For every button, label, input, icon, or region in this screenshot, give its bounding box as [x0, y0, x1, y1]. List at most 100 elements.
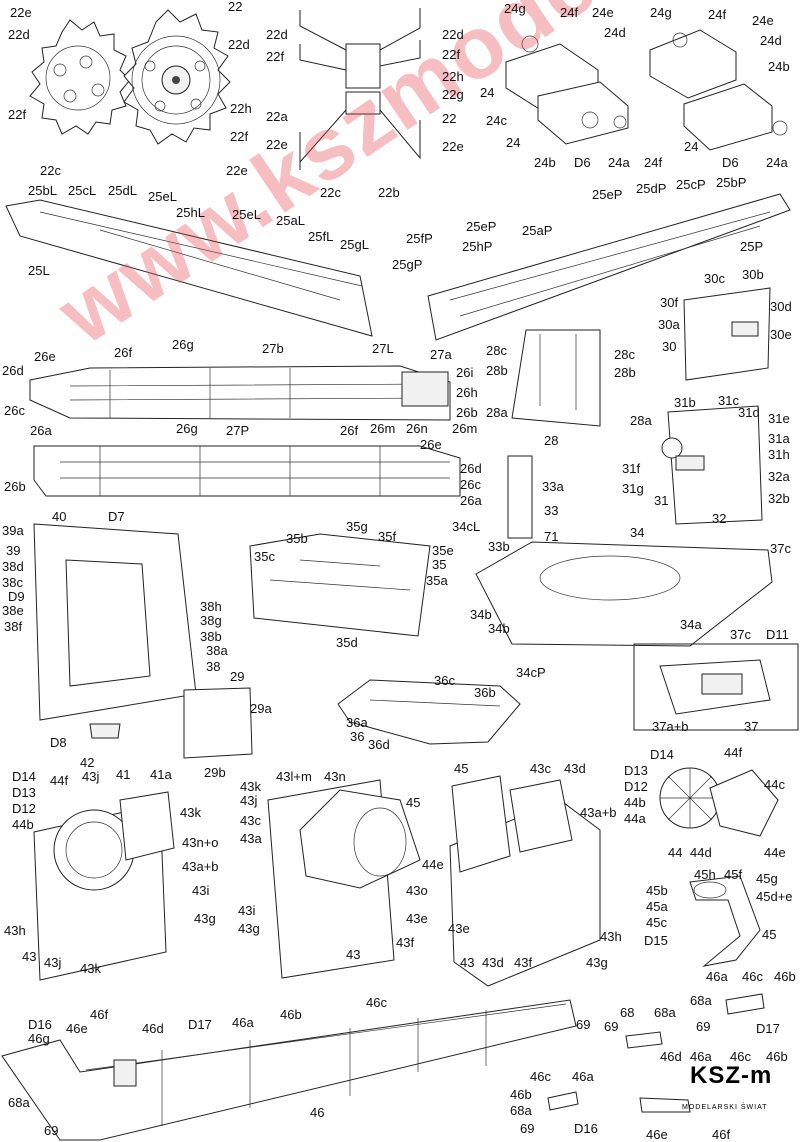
callout-label: 25L [28, 263, 50, 278]
callout-label: 25fL [308, 229, 334, 244]
callout-label: 27b [262, 341, 284, 356]
callout-label: 44f [724, 745, 743, 760]
callout-label: 43e [406, 911, 428, 926]
callout-label: 28 [544, 433, 559, 448]
floor-34 [475, 541, 773, 647]
callout-label: D13 [624, 763, 648, 778]
callout-label: 28a [486, 405, 508, 420]
callout-label: 26n [406, 421, 428, 436]
callout-label: D11 [766, 627, 789, 642]
callout-label: 31e [768, 411, 790, 426]
callout-label: 24e [592, 5, 614, 20]
callout-label: 35f [378, 529, 397, 544]
callout-label: 37a+b [652, 719, 689, 734]
callout-label: D13 [12, 785, 36, 800]
callout-label: 68a [654, 1005, 676, 1020]
callout-label: 26m [370, 421, 396, 436]
callout-label: 38b [200, 629, 222, 644]
sprocket-wheel-right [123, 9, 231, 145]
callout-label: 22e [10, 5, 32, 20]
callout-label: 22g [442, 87, 464, 102]
callout-label: 26g [176, 421, 198, 436]
callout-label: 69 [520, 1121, 535, 1136]
callout-label: D6 [574, 155, 591, 170]
callout-label: 24c [486, 113, 507, 128]
callout-label: 38g [200, 613, 222, 628]
callout-label: D9 [8, 589, 25, 604]
callout-label: 45a [646, 899, 668, 914]
callout-label: D17 [756, 1021, 780, 1036]
callout-label: 30 [662, 339, 677, 354]
callout-label: 33 [544, 503, 559, 518]
callout-label: 26g [172, 337, 194, 352]
callout-label: 26m [452, 421, 478, 436]
callout-label: 25dL [108, 183, 137, 198]
callout-label: 26e [34, 349, 56, 364]
callout-label: 31b [674, 395, 696, 410]
callout-label: 38c [2, 575, 23, 590]
callout-label: 46c [366, 995, 387, 1010]
callout-label: 22e [226, 163, 248, 178]
callout-label: 22d [8, 27, 30, 42]
callout-label: 45 [454, 761, 469, 776]
callout-label: 22f [8, 107, 27, 122]
callout-label: 38h [200, 599, 222, 614]
callout-label: 29a [250, 701, 272, 716]
callout-label: 26d [460, 461, 482, 476]
callout-label: 22f [442, 47, 461, 62]
callout-label: 31d [738, 405, 760, 420]
callout-label: 44c [764, 777, 785, 792]
strip-33 [507, 455, 533, 539]
callout-label: 24 [480, 85, 495, 100]
callout-label: 36 [350, 729, 365, 744]
callout-label: 34b [488, 621, 510, 636]
callout-label: 24b [768, 59, 790, 74]
callout-label: 45c [646, 915, 667, 930]
callout-label: 31c [718, 393, 739, 408]
callout-label: 22d [442, 27, 464, 42]
callout-label: 30a [658, 317, 680, 332]
callout-label: D12 [12, 801, 36, 816]
callout-label: 71 [544, 529, 559, 544]
callout-label: 25eP [466, 219, 497, 234]
callout-label: 43i [238, 903, 256, 918]
callout-label: 22 [442, 111, 457, 126]
fender-bracket-68 [547, 993, 765, 1113]
callout-label: 43n [324, 769, 346, 784]
callout-label: 46a [706, 969, 728, 984]
callout-label: 26a [460, 493, 482, 508]
callout-label: 46d [660, 1049, 682, 1064]
callout-label: 46e [66, 1021, 88, 1036]
callout-label: 41a [150, 767, 172, 782]
callout-label: 46c [530, 1069, 551, 1084]
callout-label: 25cL [68, 183, 97, 198]
callout-label: 34cL [452, 519, 481, 534]
callout-label: 45g [756, 871, 778, 886]
callout-label: 22d [228, 37, 250, 52]
callout-label: 36d [368, 737, 390, 752]
callout-label: 46f [90, 1007, 109, 1022]
callout-label: 39 [6, 543, 21, 558]
track-links-right [649, 29, 788, 151]
callout-label: D14 [650, 747, 674, 762]
callout-label: 24f [644, 155, 663, 170]
track-links-left [505, 35, 629, 145]
callout-label: 24f [560, 5, 579, 20]
callout-label: 44a [624, 811, 646, 826]
callout-label: 30f [660, 295, 679, 310]
callout-label: 43e [448, 921, 470, 936]
callout-label: 43a+b [182, 859, 219, 874]
callout-label: 24f [708, 7, 727, 22]
callout-label: 45f [724, 867, 743, 882]
hull-side-left-25L [5, 199, 373, 337]
callout-label: 43l+m [276, 769, 312, 784]
callout-label: 69 [576, 1017, 591, 1032]
callout-label: 44d [690, 845, 712, 860]
callout-label: 34a [680, 617, 702, 632]
callout-label: 30d [770, 299, 792, 314]
callout-label: 28c [486, 343, 507, 358]
callout-label: 43c [530, 761, 551, 776]
callout-label: 43o [406, 883, 428, 898]
callout-label: 25P [740, 239, 764, 254]
